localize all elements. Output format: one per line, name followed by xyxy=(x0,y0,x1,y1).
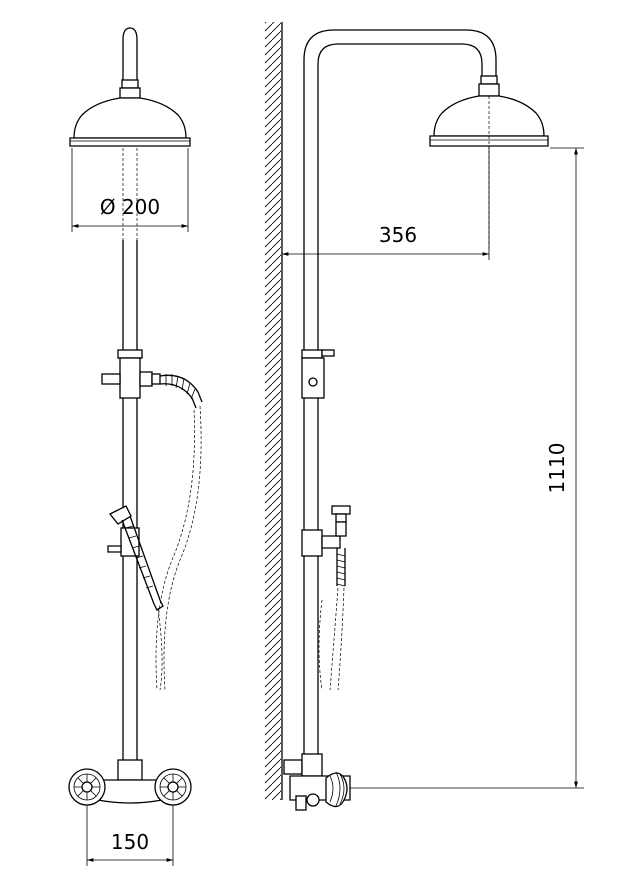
handle-spacing-label: 150 xyxy=(111,830,149,854)
side-hose-slack xyxy=(329,587,345,691)
front-mixer-joint xyxy=(117,759,143,781)
front-head-connector xyxy=(119,87,141,99)
height-label: 1110 xyxy=(545,443,569,494)
side-diverter-lever xyxy=(321,349,335,357)
front-mixer-body xyxy=(97,779,163,804)
front-diverter-cap xyxy=(117,349,143,359)
front-hand-shower xyxy=(108,505,132,525)
side-riser-outer xyxy=(303,29,497,350)
front-head-nut xyxy=(121,79,139,89)
front-shower-head xyxy=(73,97,187,139)
front-shower-head-rim xyxy=(69,137,191,147)
front-hose-outlet xyxy=(139,371,153,387)
side-view: 356 1110 xyxy=(265,22,584,811)
wall-hatch xyxy=(265,22,281,800)
front-hose-slack xyxy=(163,405,202,691)
front-hose-upper xyxy=(159,374,203,403)
front-view: Ø 200 xyxy=(68,27,203,866)
front-diverter-knob xyxy=(101,373,121,385)
front-riser-top xyxy=(122,27,138,80)
head-diameter-label: Ø 200 xyxy=(100,195,160,219)
arm-reach-label: 356 xyxy=(379,223,417,247)
front-diverter-body xyxy=(119,357,141,399)
side-slider-holder xyxy=(301,529,323,557)
side-riser-inner xyxy=(317,43,483,350)
side-mixer-joint xyxy=(301,753,323,777)
